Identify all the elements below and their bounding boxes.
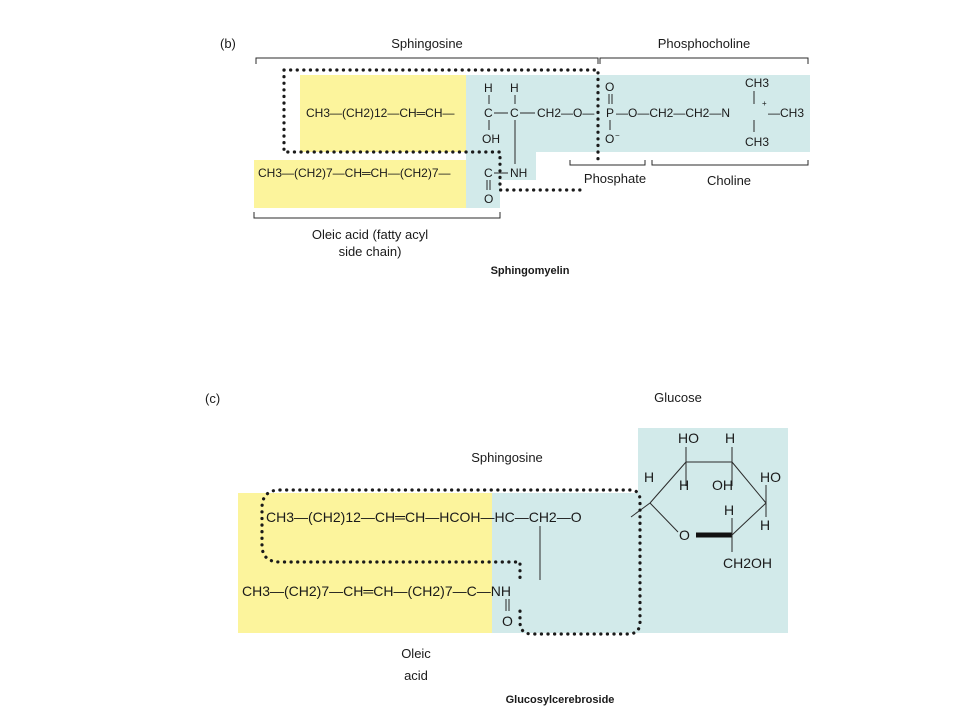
- panel-b-sphingomyelin: (b) Sphingosine Phosphocholine CH3—(CH2)…: [220, 36, 810, 277]
- phosphocholine-label: Phosphocholine: [658, 36, 751, 51]
- ring-c4-c5: [731, 502, 767, 536]
- atom-oh: OH: [482, 132, 500, 146]
- choline-chain-formula: —O—CH2—CH2—N: [616, 106, 730, 120]
- carbonyl-polar-region: [466, 160, 500, 208]
- oleic-label-line1: Oleic acid (fatty acyl: [312, 227, 428, 242]
- ceramide-dotted-outline-c: [260, 488, 642, 636]
- glucose-region: [638, 428, 788, 498]
- oleic-label-line1-c: Oleic: [401, 646, 431, 661]
- methyl-bottom: CH3: [745, 135, 769, 149]
- ring-h-left: H: [644, 469, 654, 485]
- atom-o-bottom: O: [605, 132, 614, 146]
- ring-ch2oh: CH2OH: [723, 555, 772, 571]
- sphingosine-chain-formula: CH3—(CH2)12—CH═CH—: [306, 106, 455, 120]
- methyl-right: —CH3: [768, 106, 804, 120]
- ring-h-right: H: [760, 517, 770, 533]
- oleic-label-line2: side chain): [339, 244, 402, 259]
- panel-c-glucosylcerebroside: (c) Glucose Sphingosine CH3—(CH2)12—CH═C…: [205, 390, 788, 706]
- panel-b-tag: (b): [220, 36, 236, 51]
- phosphate-bracket: [569, 160, 646, 166]
- sphingosine-label: Sphingosine: [391, 36, 463, 51]
- sphingosine-chain-formula-c: CH3—(CH2)12—CH═CH—HCOH—HC—CH2—O: [266, 509, 582, 525]
- atom-c2: C: [510, 106, 519, 120]
- sphingosine-hydrophobic-region: [300, 75, 466, 152]
- oleic-chain-formula-c: CH3—(CH2)7—CH═CH—(CH2)7—C—NH: [242, 583, 511, 599]
- ring-oh-mid: OH: [712, 477, 733, 493]
- sphingomyelin-caption: Sphingomyelin: [491, 265, 570, 277]
- oleic-label-line2-c: acid: [404, 668, 428, 683]
- atom-c1: C: [484, 106, 493, 120]
- atom-o-amide-c: O: [502, 613, 513, 629]
- atom-c-amide: C: [484, 166, 493, 180]
- ring-oxygen: O: [679, 527, 690, 543]
- panel-c-tag: (c): [205, 391, 220, 406]
- glucose-label: Glucose: [654, 390, 702, 405]
- atom-phosphorus: P: [606, 106, 614, 120]
- sphingosine-label-c: Sphingosine: [471, 450, 543, 465]
- ring-h-c4: H: [724, 502, 734, 518]
- ring-c1-c2: [649, 461, 687, 504]
- ring-h-mid: H: [679, 477, 689, 493]
- ceramide-dotted-outline: [282, 68, 600, 192]
- positive-charge: +: [762, 99, 767, 108]
- ring-c1-o: [649, 502, 679, 533]
- atom-o-top: O: [605, 80, 614, 94]
- ring-ho-right: HO: [760, 469, 781, 485]
- atom-h2: H: [510, 81, 519, 95]
- negative-charge: −: [615, 131, 620, 140]
- methyl-top: CH3: [745, 76, 769, 90]
- glucosylcerebroside-caption: Glucosylcerebroside: [506, 694, 615, 706]
- phosphocholine-bracket: [599, 57, 809, 64]
- choline-bracket: [651, 160, 809, 166]
- oleic-chain-formula: CH3—(CH2)7—CH═CH—(CH2)7—: [258, 166, 451, 180]
- oleic-hydrophobic-region: [254, 160, 466, 208]
- atom-o-amide: O: [484, 192, 493, 206]
- ch2-o-group: CH2—O—: [537, 106, 594, 120]
- ring-h-top: H: [725, 430, 735, 446]
- oleic-bracket: [253, 212, 501, 219]
- sphingosine-bracket: [255, 57, 599, 64]
- atom-h1: H: [484, 81, 493, 95]
- choline-label: Choline: [707, 173, 751, 188]
- phosphate-label: Phosphate: [584, 171, 646, 186]
- atom-nh: NH: [510, 166, 527, 180]
- ring-c3-c4: [731, 461, 767, 504]
- ring-ho-top: HO: [678, 430, 699, 446]
